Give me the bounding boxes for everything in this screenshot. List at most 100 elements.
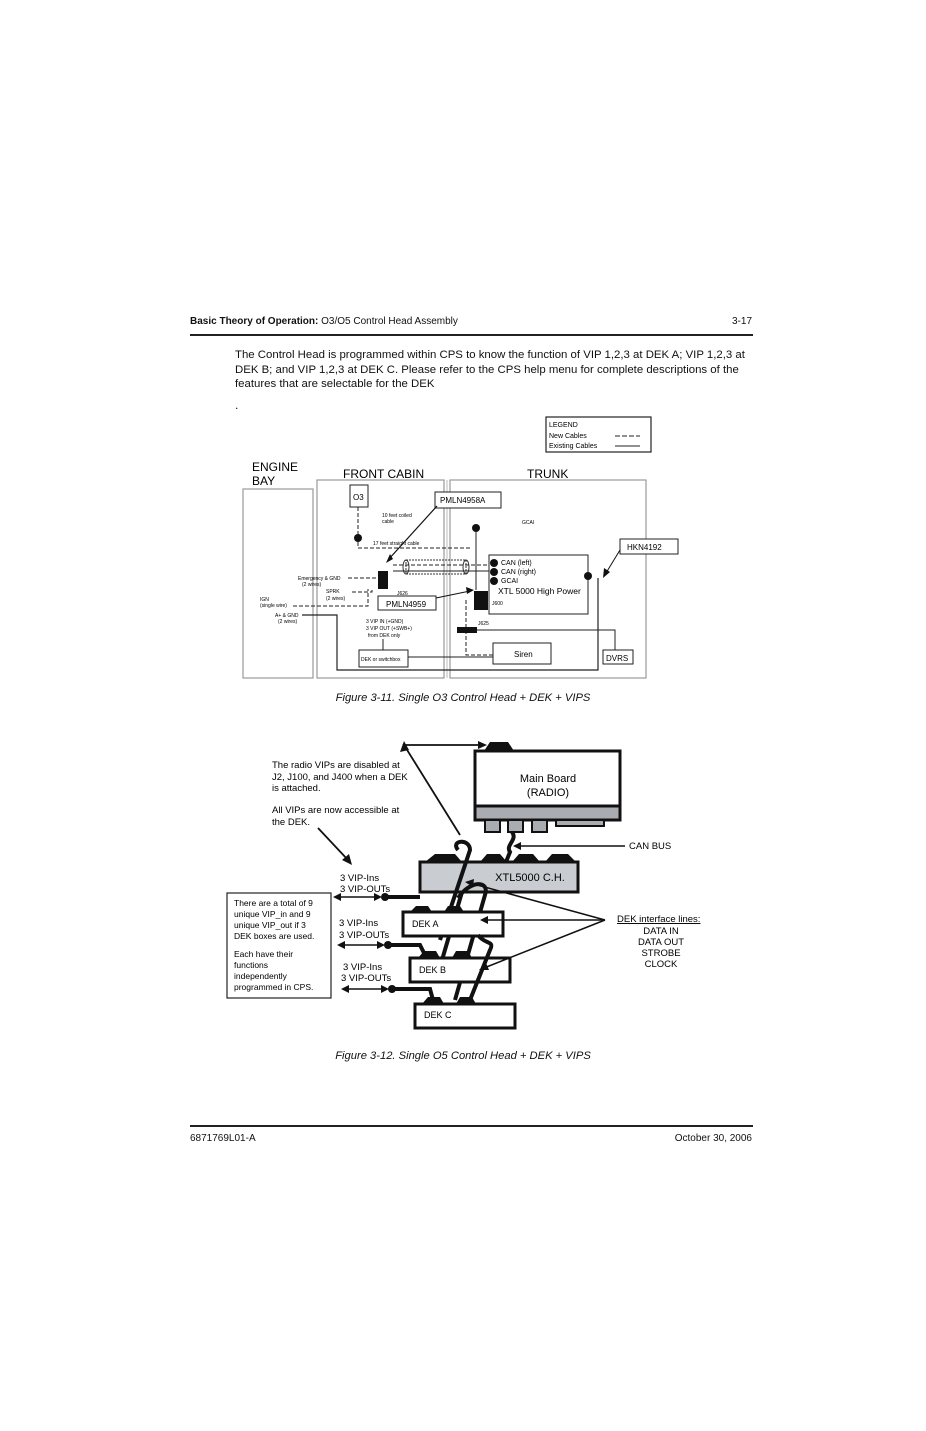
hkn4192-label: HKN4192 <box>627 543 662 552</box>
dek-a-label: DEK A <box>412 919 439 929</box>
j626-label: J626 <box>397 591 408 597</box>
figure-3-12-caption: Figure 3-12. Single O5 Control Head + DE… <box>335 1050 591 1062</box>
figure-3-11-caption: Figure 3-11. Single O3 Control Head + DE… <box>335 692 591 704</box>
interface-line: DATA IN <box>643 926 679 937</box>
each-note-line: independently <box>234 971 288 981</box>
coiled-cable-label-2: cable <box>382 519 394 525</box>
note-disabled-2: J2, J100, and J400 when a DEK <box>272 772 408 783</box>
dek-c-box <box>413 1002 517 1030</box>
vip-ins-2: 3 VIP-Ins <box>339 918 378 929</box>
emergency-label-2: (2 wires) <box>302 582 322 588</box>
footer-rule <box>190 1125 753 1127</box>
j600-connector <box>474 591 488 610</box>
vip-outs-3: 3 VIP-OUTs <box>341 973 391 984</box>
each-note-line: Each have their <box>234 949 293 959</box>
header-section-title: O3/O5 Control Head Assembly <box>318 316 458 327</box>
zone-front-cabin: FRONT CABIN <box>343 467 424 481</box>
interface-line: STROBE <box>641 948 680 959</box>
zone-engine-bay-1: ENGINE <box>252 460 298 474</box>
stray-period: . <box>235 398 239 412</box>
vip-total-note-box <box>226 892 332 999</box>
dek-switchbox <box>358 649 409 668</box>
interface-line: CLOCK <box>645 959 678 970</box>
xtl5000-control-head <box>418 860 580 894</box>
sprk-label-1: SPRK <box>326 589 340 595</box>
o3-box <box>349 484 369 508</box>
gcai-label: GCAI <box>501 578 518 585</box>
apos-label-2: (2 wires) <box>278 619 298 625</box>
coiled-cable-label-1: 10 feet coiled <box>382 513 412 519</box>
connector-dot <box>354 534 362 542</box>
vip-outs-2: 3 VIP-OUTs <box>339 930 389 941</box>
legend-new-cables: New Cables <box>549 433 587 440</box>
vip-ins-3: 3 VIP-Ins <box>343 962 382 973</box>
straight-cable-label: 17 feet straight cable <box>373 541 420 547</box>
j600-label: J600 <box>492 601 503 607</box>
vip-label-3: from DEK only <box>368 633 401 639</box>
can-right-label: CAN (right) <box>501 569 536 576</box>
vip-label-1: 3 VIP IN (+GND) <box>366 619 404 625</box>
vip-label-2: 3 VIP OUT (+SWB+) <box>366 626 412 632</box>
main-board-label-1: Main Board <box>520 773 576 785</box>
interface-line: DATA OUT <box>638 937 684 948</box>
page-header: Basic Theory of Operation: O3/O5 Control… <box>190 316 752 327</box>
siren-label: Siren <box>514 650 533 659</box>
pmln4958a-box <box>434 491 502 509</box>
note-access-1: All VIPs are now accessible at <box>272 805 400 816</box>
can-bus-label: CAN BUS <box>629 841 671 852</box>
body-paragraph: The Control Head is programmed within CP… <box>235 349 745 391</box>
page-number: 3-17 <box>731 316 752 327</box>
siren-box <box>492 642 552 665</box>
total-note-line: unique VIP_in and 9 <box>234 909 311 919</box>
emergency-label-1: Emergency & GND <box>298 576 341 582</box>
pmln4959-label: PMLN4959 <box>386 600 427 609</box>
dek-a-box <box>401 910 505 938</box>
ign-label-2: (single wire) <box>260 603 287 609</box>
pmln4959-box <box>377 595 437 611</box>
xtl5000-radio-box <box>488 554 589 615</box>
vip-outs-1: 3 VIP-OUTs <box>340 884 390 895</box>
dek-interface-title: DEK interface lines: <box>617 914 700 925</box>
header-rule <box>190 334 753 336</box>
each-note-line: functions <box>234 960 268 970</box>
o3-label: O3 <box>353 493 364 502</box>
dvrs-box <box>602 649 634 665</box>
dek-c-label: DEK C <box>424 1010 452 1020</box>
ign-label-1: IGN <box>260 597 269 603</box>
legend-existing-cables: Existing Cables <box>549 443 598 450</box>
apos-label-1: A+ & GND <box>275 613 299 619</box>
trunk-box <box>449 479 647 679</box>
each-note-line: programmed in CPS. <box>234 982 313 992</box>
zone-engine-bay-2: BAY <box>252 474 275 488</box>
note-access-2: the DEK. <box>272 817 310 828</box>
can-left-label: CAN (left) <box>501 560 532 567</box>
j626-connector <box>378 571 388 589</box>
note-disabled-3: is attached. <box>272 783 321 794</box>
total-note-line: DEK boxes are used. <box>234 931 314 941</box>
figure-3-12-diagram: The radio VIPs are disabled at J2, J100,… <box>226 741 700 1030</box>
xtl5000-label: XTL 5000 High Power <box>498 586 581 596</box>
page-footer: 6871769L01-A October 30, 2006 <box>190 1133 752 1144</box>
legend: LEGEND New Cables Existing Cables <box>545 416 652 453</box>
figure-3-11-diagram: LEGEND New Cables Existing Cables ENGINE… <box>242 416 679 679</box>
total-note-line: unique VIP_out if 3 <box>234 920 306 930</box>
dek-b-box <box>408 956 512 984</box>
total-note-line: There are a total of 9 <box>234 898 313 908</box>
header-section-bold: Basic Theory of Operation: <box>190 316 319 327</box>
pmln4958a-label: PMLN4958A <box>440 496 486 505</box>
dvrs-label: DVRS <box>606 654 628 663</box>
note-disabled-1: The radio VIPs are disabled at <box>272 760 400 771</box>
vip-ins-1: 3 VIP-Ins <box>340 873 379 884</box>
front-cabin-box <box>316 479 445 679</box>
legend-title: LEGEND <box>549 422 578 429</box>
j625-label: J625 <box>478 621 489 627</box>
publication-date: October 30, 2006 <box>674 1133 752 1144</box>
gcai-top-label: GCAI <box>522 520 534 526</box>
hkn4192-box <box>619 538 679 555</box>
zone-trunk: TRUNK <box>527 467 568 481</box>
xtl-ch-label: XTL5000 C.H. <box>495 872 565 884</box>
main-board-label-2: (RADIO) <box>527 787 569 799</box>
j625-connector <box>457 627 477 633</box>
sprk-label-2: (2 wires) <box>326 596 346 602</box>
engine-bay-box <box>242 488 314 679</box>
